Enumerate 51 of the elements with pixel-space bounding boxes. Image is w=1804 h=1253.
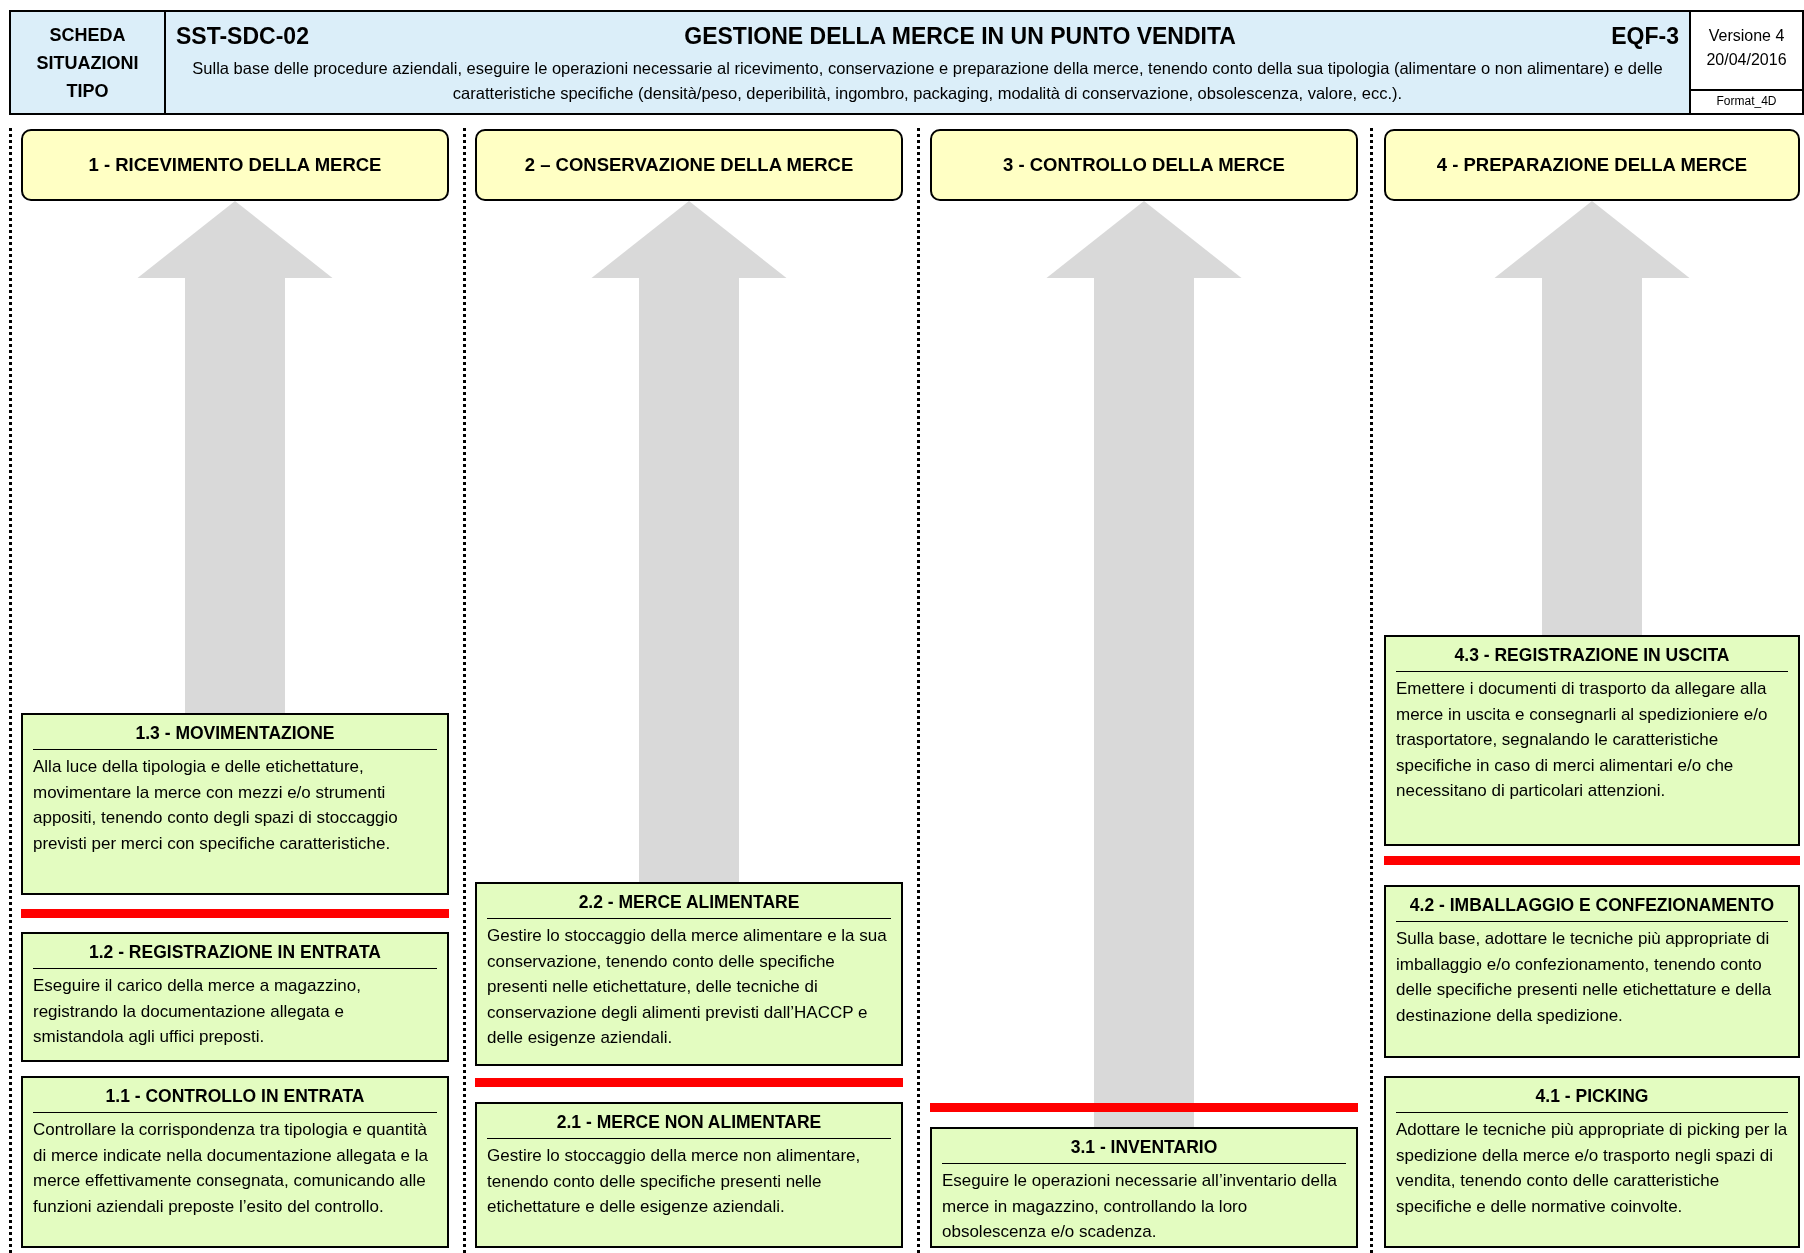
header-panel bbox=[164, 10, 1691, 115]
arrow bbox=[1046, 201, 1242, 1127]
step-box bbox=[1384, 1076, 1800, 1248]
step-box bbox=[1384, 885, 1800, 1058]
step-box bbox=[21, 1076, 449, 1248]
step-title: 4.2 - IMBALLAGGIO E CONFEZIONAMENTO bbox=[1396, 890, 1788, 922]
step-title: 1.1 - CONTROLLO IN ENTRATA bbox=[33, 1081, 437, 1113]
step-box bbox=[21, 932, 449, 1062]
step-description: Gestire lo stoccaggio della merce non alimentare, tenendo conto delle specifiche presenti nelle etichettature e delle esigenze aziendali. bbox=[487, 1145, 862, 1218]
step-description: Sulla base, adottare le tecniche più appropriate di imballaggio e/o confezionamento, tenendo conto delle specifiche presenti nelle etichettature e della destinazione della spedizione. bbox=[1396, 928, 1773, 1027]
step-description: Eseguire il carico della merce a magazzino, registrando la documentazione allegata e smistandola agli uffici preposti. bbox=[33, 975, 362, 1048]
form-type-header bbox=[9, 10, 166, 115]
step-title: 3.1 - INVENTARIO bbox=[942, 1132, 1346, 1164]
step-title: 4.1 - PICKING bbox=[1396, 1081, 1788, 1113]
arrow bbox=[137, 201, 333, 713]
level-label: EQF-3 bbox=[1611, 22, 1679, 50]
phase-header bbox=[930, 129, 1358, 201]
code-label: SST-SDC-02 bbox=[176, 22, 309, 50]
format-cell bbox=[1689, 89, 1804, 115]
step-box bbox=[475, 882, 903, 1066]
phase-header bbox=[21, 129, 449, 201]
phase-title: 4 - PREPARAZIONE DELLA MERCE bbox=[1436, 154, 1748, 176]
version-panel bbox=[1689, 10, 1804, 91]
date-label: 20/04/2016 bbox=[1705, 50, 1788, 70]
step-title: 1.2 - REGISTRAZIONE IN ENTRATA bbox=[33, 937, 437, 969]
phase-header bbox=[1384, 129, 1800, 201]
step-title: 2.2 - MERCE ALIMENTARE bbox=[487, 887, 891, 919]
format-label: Format_4D bbox=[1716, 94, 1777, 108]
step-title: 2.1 - MERCE NON ALIMENTARE bbox=[487, 1107, 891, 1139]
step-description: Eseguire le operazioni necessarie all’inventario della merce in magazzino, controllando la loro obsolescenza e/o scadenza. bbox=[942, 1170, 1338, 1243]
step-description: Emettere i documenti di trasporto da allegare alla merce in uscita e consegnarli al spedizioniere e/o trasportatore, segnalando le caratteristiche specifiche in caso di merci alimentari e/o che necessitano di particolari attenzioni. bbox=[1396, 678, 1769, 802]
arrow bbox=[591, 201, 787, 882]
description-text: Sulla base delle procedure aziendali, eseguire le operazioni necessarie al ricevimento, conservazione e preparazione della merce, tenendo conto della sua tipologia (alimentare o non alimentare) e delle caratteristiche specifiche (densità/peso, deperibilità, ingombro, packaging, modalità di conservazione, obsolescenza, valore, ecc.). bbox=[191, 58, 1664, 104]
step-box bbox=[1384, 635, 1800, 846]
form-type-label: SCHEDA SITUAZIONI TIPO bbox=[35, 23, 140, 103]
step-title: 1.3 - MOVIMENTAZIONE bbox=[33, 718, 437, 750]
step-box bbox=[475, 1102, 903, 1248]
phase-header bbox=[475, 129, 903, 201]
step-description: Alla luce della tipologia e delle etichettature, movimentare la merce con mezzi e/o strumenti appositi, tenendo conto degli spazi di stoccaggio previsti per merci con specifiche caratteristiche. bbox=[33, 756, 399, 855]
step-box bbox=[21, 713, 449, 895]
phase-title: 2 – CONSERVAZIONE DELLA MERCE bbox=[524, 154, 854, 176]
step-title: 4.3 - REGISTRAZIONE IN USCITA bbox=[1396, 640, 1788, 672]
step-description: Gestire lo stoccaggio della merce alimentare e la sua conservazione, tenendo conto delle specifiche presenti nelle etichettature, delle tecniche di conservazione degli alimenti previsti dall’HACCP e delle esigenze aziendali. bbox=[487, 925, 888, 1049]
step-description: Controllare la corrispondenza tra tipologia e quantità di merce indicate nella documentazione allegata e la merce effettivamente consegnata, comunicando alle funzioni aziendali preposte l’esito del controllo. bbox=[33, 1119, 430, 1218]
version-label: Versione 4 bbox=[1707, 26, 1786, 46]
step-description: Adottare le tecniche più appropriate di picking per la spedizione della merce e/o trasporto negli spazi di vendita, tenendo conto delle caratteristiche specifiche e delle normative coinvolte. bbox=[1396, 1119, 1788, 1218]
arrow bbox=[1494, 201, 1690, 635]
step-box bbox=[930, 1127, 1358, 1248]
phase-title: 3 - CONTROLLO DELLA MERCE bbox=[1003, 154, 1285, 176]
form-title: GESTIONE DELLA MERCE IN UN PUNTO VENDITA bbox=[684, 22, 1236, 50]
phase-title: 1 - RICEVIMENTO DELLA MERCE bbox=[88, 154, 382, 176]
